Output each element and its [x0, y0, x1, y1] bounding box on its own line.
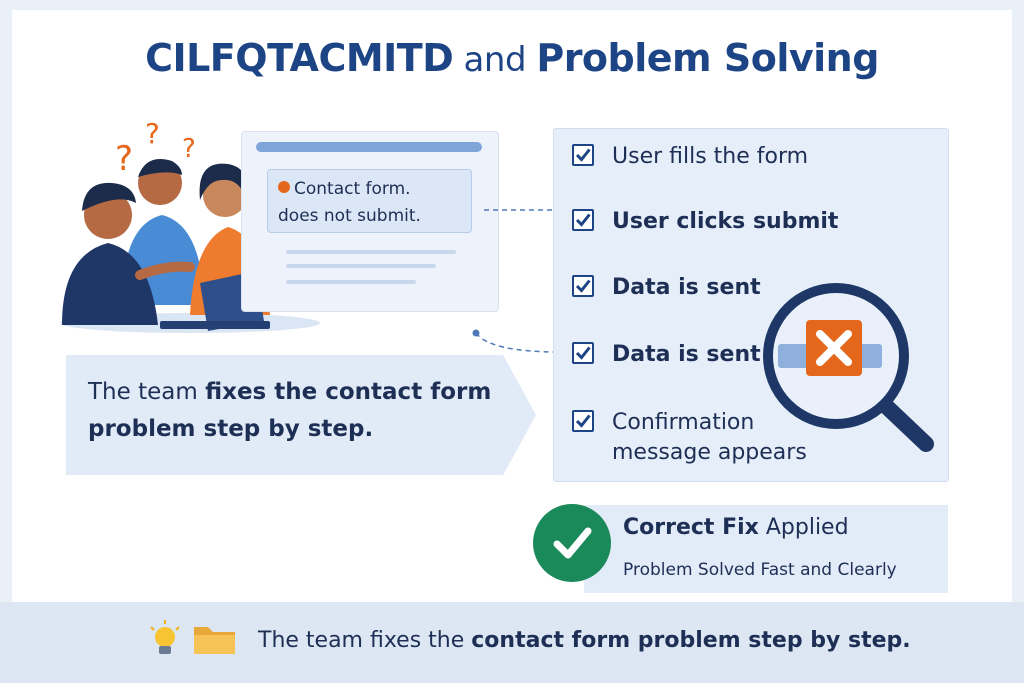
error-message-line2: does not submit.	[278, 206, 421, 226]
team-message-panel	[66, 355, 536, 475]
lightbulb-icon	[150, 620, 180, 654]
folder-icon	[194, 627, 235, 654]
page-title: CILFQTACMITD and Problem Solving	[145, 36, 879, 80]
checklist-item: Confirmation message appears	[572, 408, 852, 468]
warning-icon	[278, 181, 290, 193]
error-x-icon	[806, 320, 862, 376]
magnifier-icon	[763, 283, 934, 452]
fix-subtitle: Problem Solved Fast and Clearly	[623, 560, 897, 580]
checklist-item: User fills the form	[572, 142, 808, 172]
checklist-item: Data is sent	[572, 340, 761, 370]
footer-message: The team fixes the contact form problem …	[258, 628, 911, 653]
checklist-item-label: User clicks submit	[612, 209, 839, 234]
checklist-item: User clicks submit	[572, 207, 838, 237]
checklist-item-label: Confirmation message appears	[612, 410, 807, 465]
checklist-item-label: Data is sent	[612, 275, 761, 300]
question-mark-icon: ?	[182, 134, 196, 164]
error-message-line1: Contact form.	[294, 179, 411, 199]
fix-title: Correct Fix Applied	[623, 515, 849, 540]
checklist-item: Data is sent	[572, 273, 761, 303]
checklist-item-label: User fills the form	[612, 144, 809, 169]
question-mark-icon: ?	[145, 117, 160, 150]
checkbox-icon[interactable]	[572, 410, 594, 432]
checkbox-icon[interactable]	[572, 275, 594, 297]
checkbox-icon[interactable]	[572, 144, 594, 166]
mockup-line	[286, 250, 456, 254]
checkbox-icon[interactable]	[572, 209, 594, 231]
mockup-header-bar	[256, 142, 482, 152]
question-mark-icon: ?	[115, 139, 133, 179]
team-message: The team fixes the contact form problem …	[88, 379, 492, 442]
footer-icons	[148, 619, 238, 659]
checklist-item-label: Data is sent	[612, 342, 761, 367]
fix-banner	[584, 505, 948, 593]
mockup-line	[286, 280, 416, 284]
mockup-line	[286, 264, 436, 268]
checkbox-icon[interactable]	[572, 342, 594, 364]
success-check-icon	[533, 504, 611, 582]
error-message-box: Contact form. does not submit.	[267, 169, 472, 233]
